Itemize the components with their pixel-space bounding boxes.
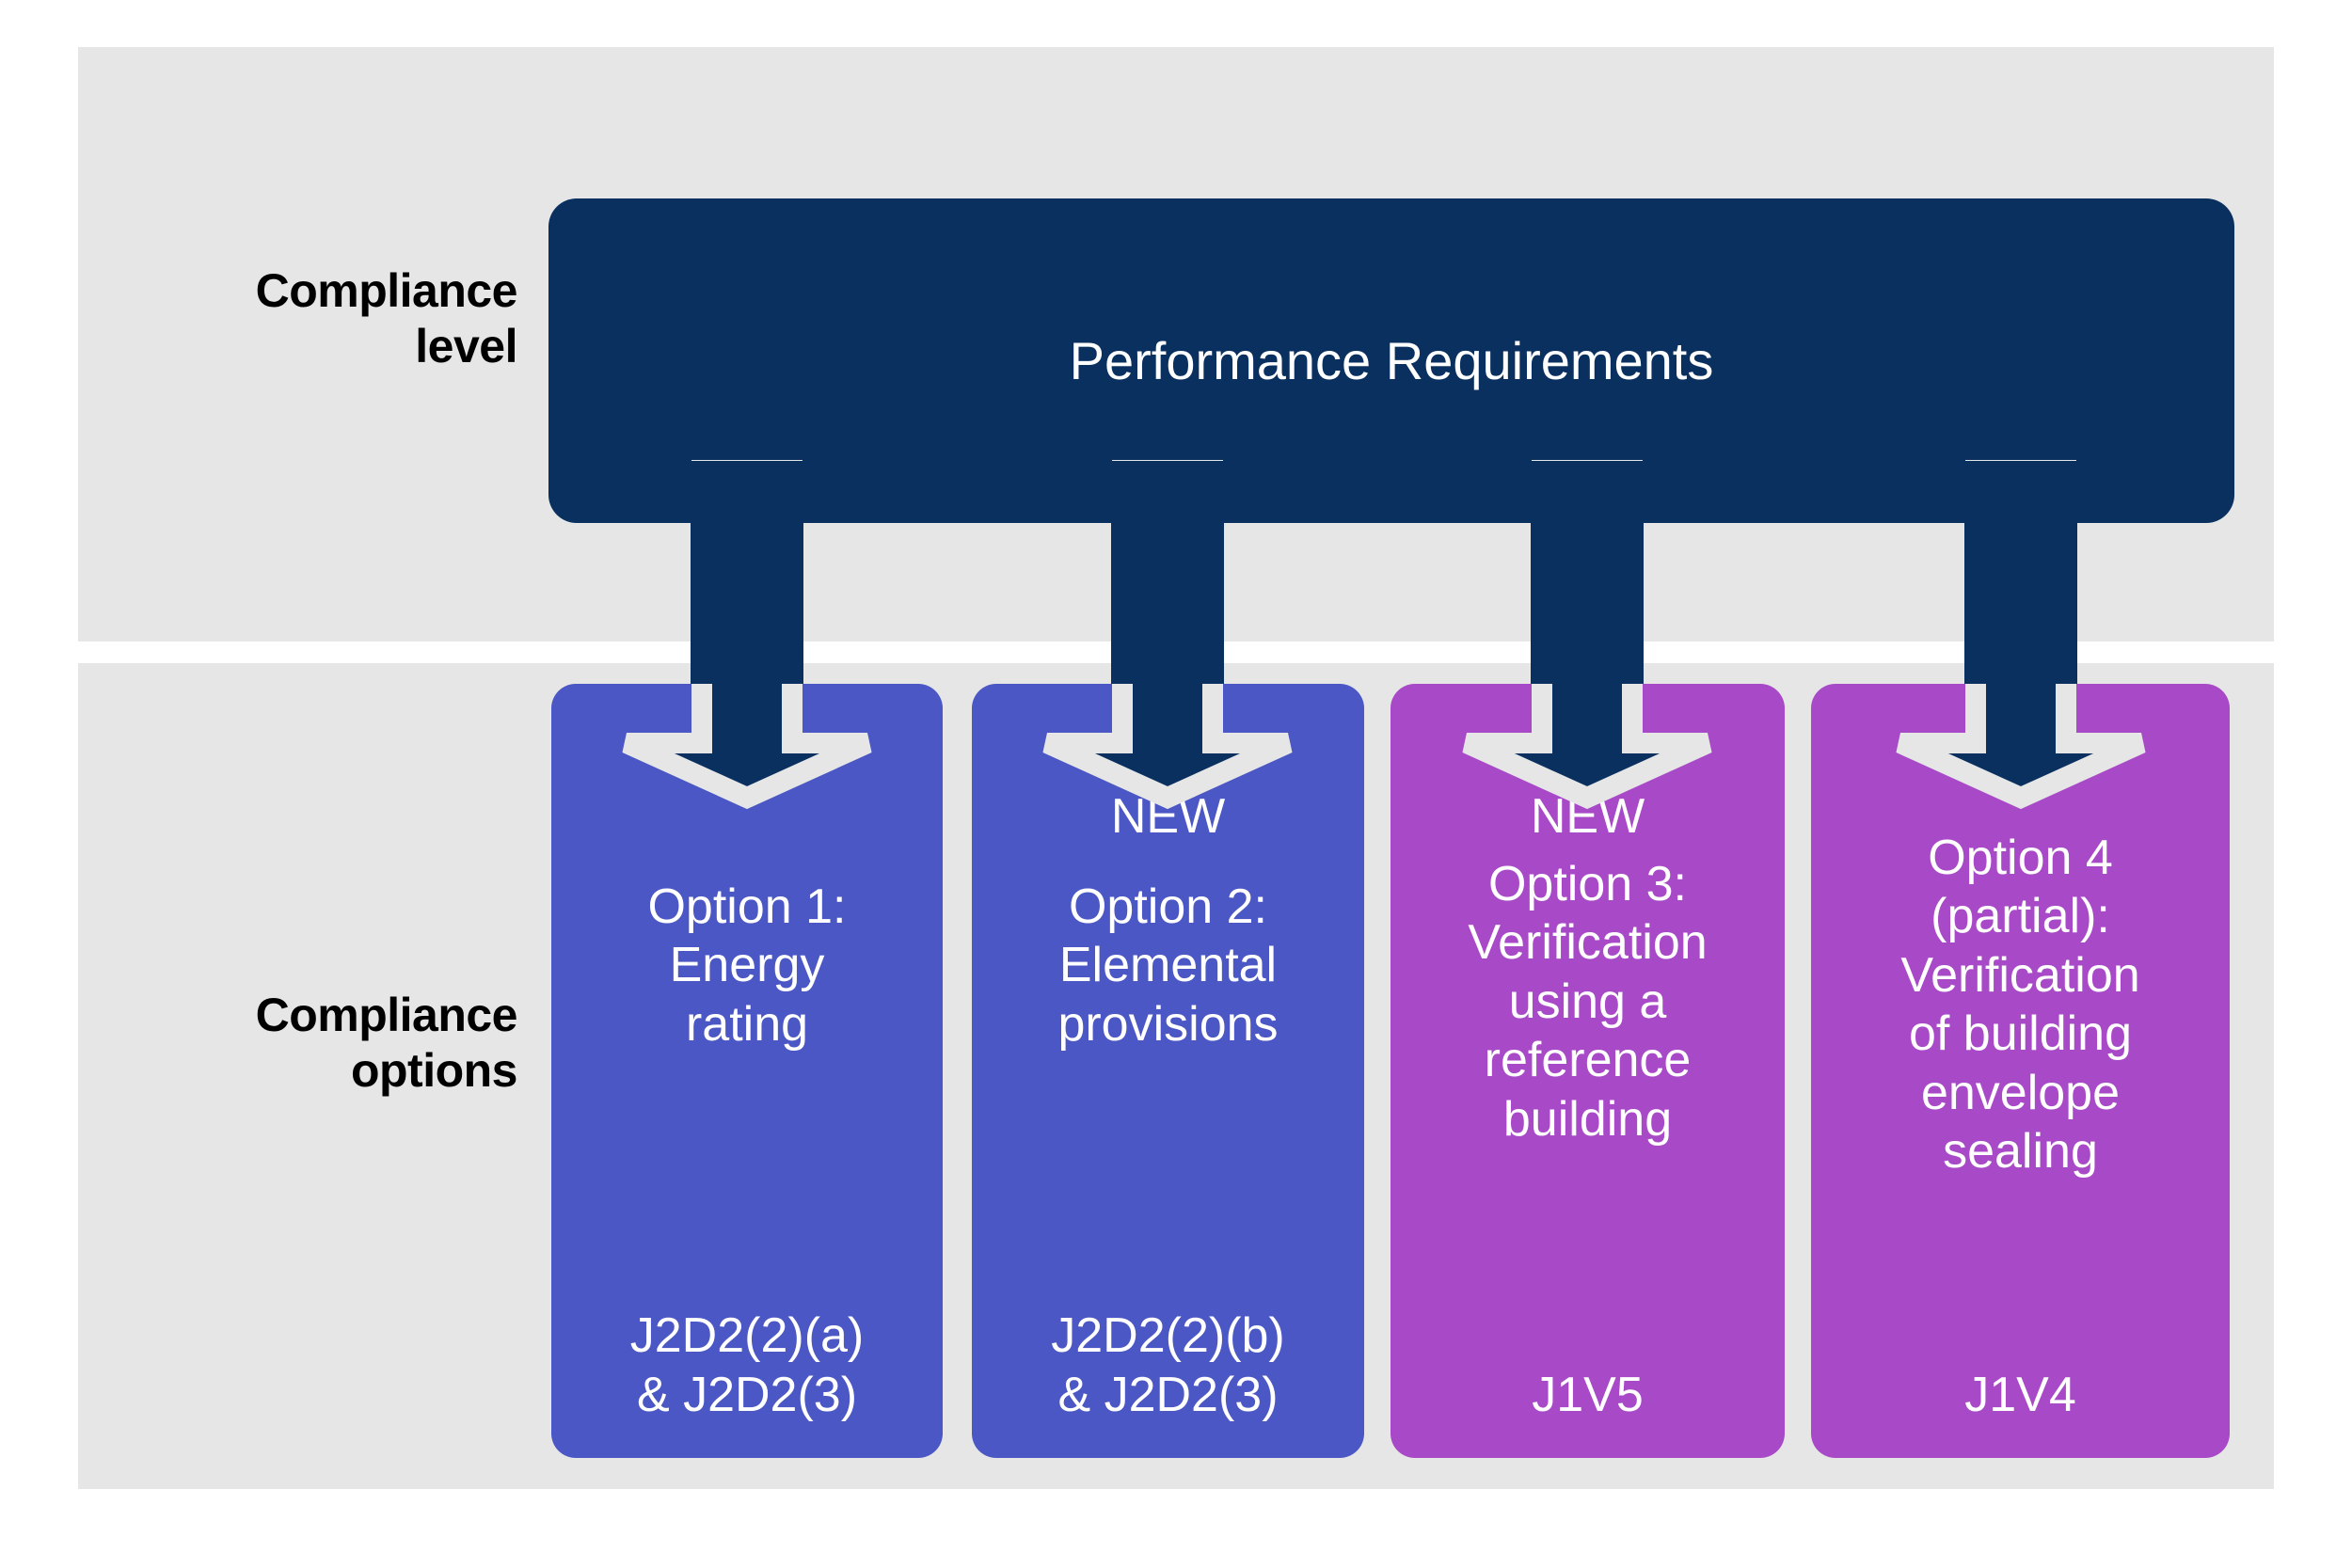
compliance-level-label: Compliance level [255, 264, 518, 372]
option-1-title: Option 1: Energy rating [647, 879, 847, 1052]
option-1-clause-code: J2D2(2)(a) & J2D2(3) [629, 1308, 865, 1422]
option-box-2[interactable]: NEW Option 2: Elemental provisions J2D2(… [972, 684, 1364, 1458]
option-4-title: Option 4 (partial): Verification of buil… [1900, 831, 2140, 1179]
option-2-title: Option 2: Elemental provisions [1057, 879, 1279, 1052]
option-3-new-badge: NEW [1530, 789, 1645, 844]
option-box-4[interactable]: Option 4 (partial): Verification of buil… [1811, 684, 2230, 1458]
option-2-clause-code: J2D2(2)(b) & J2D2(3) [1051, 1308, 1285, 1422]
performance-requirements-bar[interactable]: Performance Requirements [548, 198, 2234, 523]
option-4-clause-code: J1V4 [1964, 1367, 2076, 1422]
option-2-new-badge: NEW [1110, 789, 1226, 844]
option-3-title: Option 3: Verification using a reference… [1468, 857, 1708, 1147]
compliance-options-label: Compliance options [255, 989, 518, 1097]
option-3-clause-code: J1V5 [1532, 1367, 1644, 1422]
performance-requirements-title: Performance Requirements [1069, 331, 1714, 390]
option-box-3[interactable]: NEW Option 3: Verification using a refer… [1391, 684, 1785, 1458]
option-box-1[interactable]: Option 1: Energy rating J2D2(2)(a) & J2D… [551, 684, 943, 1458]
